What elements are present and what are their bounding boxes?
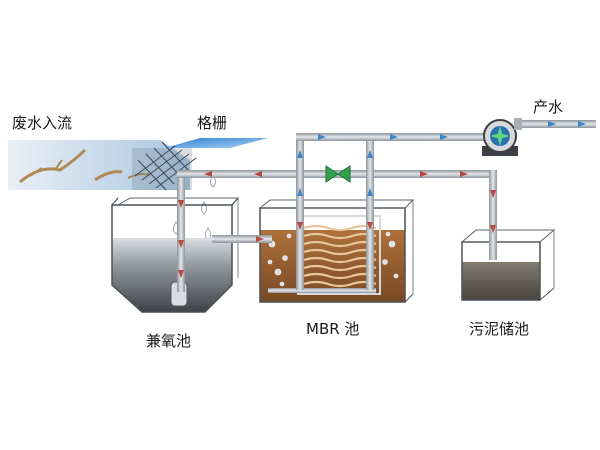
flow-arrows xyxy=(178,121,586,278)
membrane-module xyxy=(303,224,377,288)
influent-channel xyxy=(8,140,190,190)
anoxic-tank-label: 兼氧池 xyxy=(146,332,192,350)
effluent-label: 产水 xyxy=(533,98,564,116)
sludge-tank-label: 污泥储池 xyxy=(469,320,530,338)
valve-icon xyxy=(325,165,351,183)
mbr-tank xyxy=(258,199,415,303)
pump-icon xyxy=(482,118,522,156)
sludge-tank xyxy=(460,229,556,301)
influent-label: 废水入流 xyxy=(12,114,73,132)
mbr-tank-label: MBR 池 xyxy=(306,320,360,338)
anoxic-tank xyxy=(111,197,240,313)
screen-label: 格栅 xyxy=(197,114,228,132)
